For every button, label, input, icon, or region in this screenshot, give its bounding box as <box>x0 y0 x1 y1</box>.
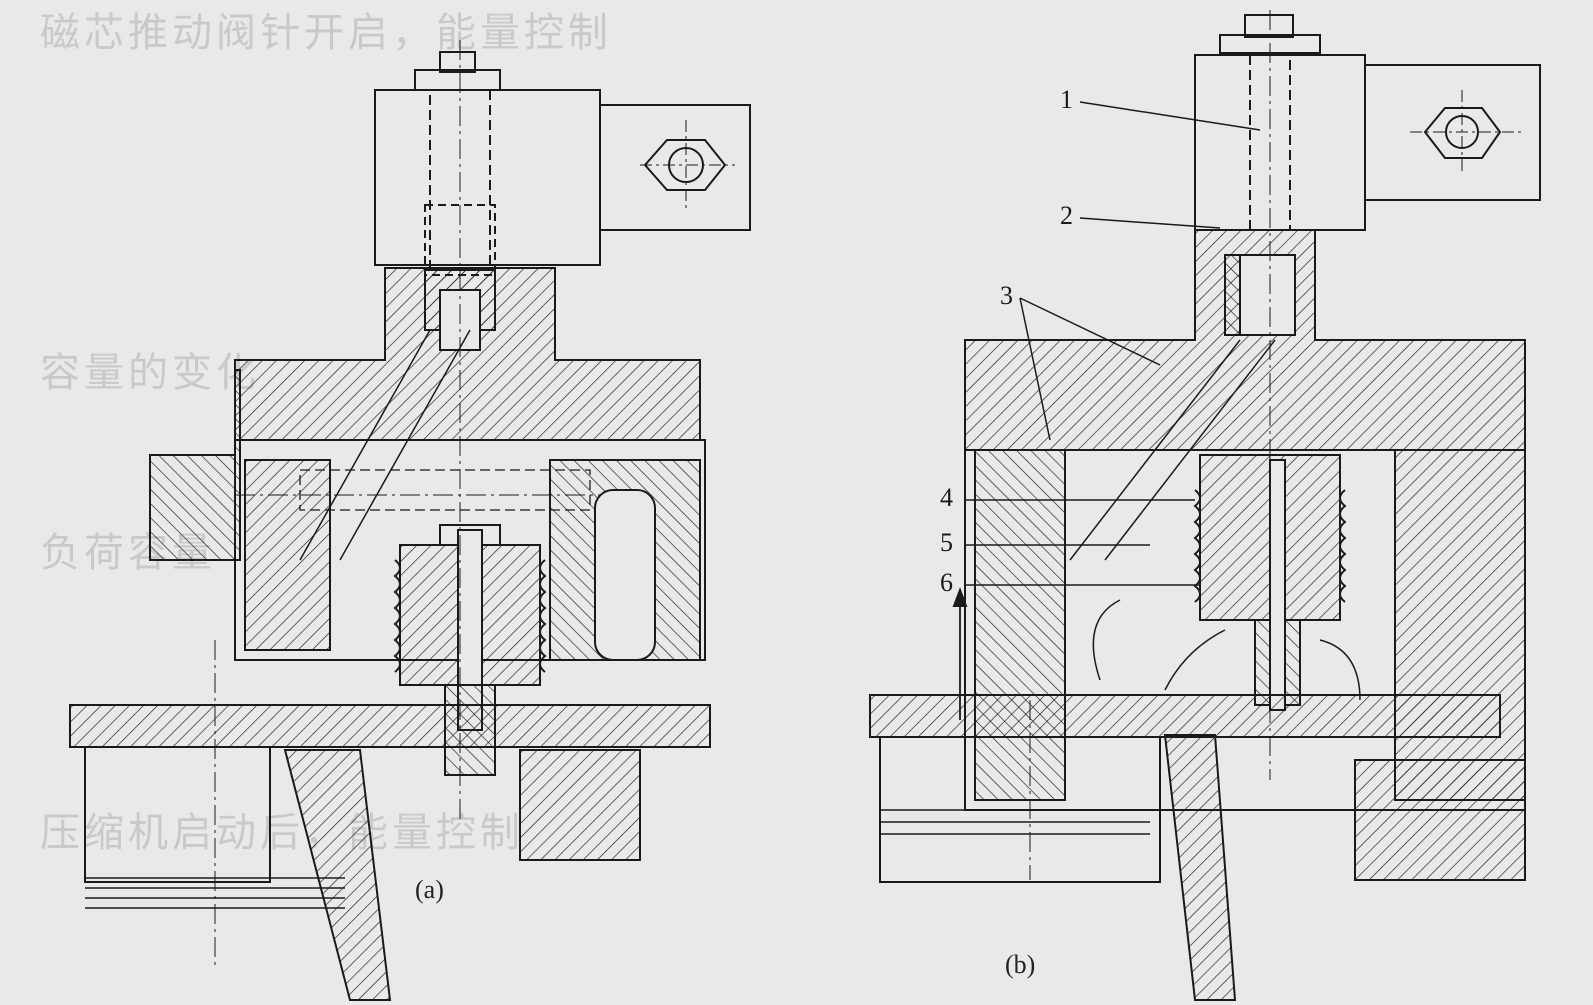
bottom-coil-b <box>880 809 1150 835</box>
leader-3b <box>1019 297 1051 441</box>
part-label-1: 1 <box>1060 85 1073 114</box>
leader-2 <box>1079 217 1221 229</box>
terminal-nut <box>1423 107 1502 159</box>
caption-b: (b) <box>1005 950 1036 979</box>
caption-a: (a) <box>415 875 444 904</box>
coil-terminal-box <box>599 104 751 231</box>
spring-right <box>539 559 547 673</box>
part-label-2: 2 <box>1060 201 1073 230</box>
bg-text-line: 压缩机启动后，能量控制 <box>40 810 524 856</box>
spring-right <box>1339 489 1347 603</box>
coil-terminal-box <box>1364 64 1541 201</box>
part-labels: 1 2 3 4 5 6 <box>940 85 1073 597</box>
coil-housing <box>1194 54 1366 231</box>
bg-text-line: 磁芯推动阀针开启，能量控制 <box>40 10 612 56</box>
spring-left <box>393 559 401 673</box>
leader-1 <box>1079 101 1261 131</box>
coil-housing <box>374 89 601 266</box>
figure-a <box>69 40 751 1001</box>
figure-b <box>869 10 1541 1001</box>
part-label-4: 4 <box>940 483 953 512</box>
part-label-5: 5 <box>940 528 953 557</box>
leader-3a <box>1019 297 1161 366</box>
part-label-3: 3 <box>1000 281 1013 310</box>
part-label-6: 6 <box>940 568 953 597</box>
bg-text-line: 容量的变化 <box>40 350 260 396</box>
